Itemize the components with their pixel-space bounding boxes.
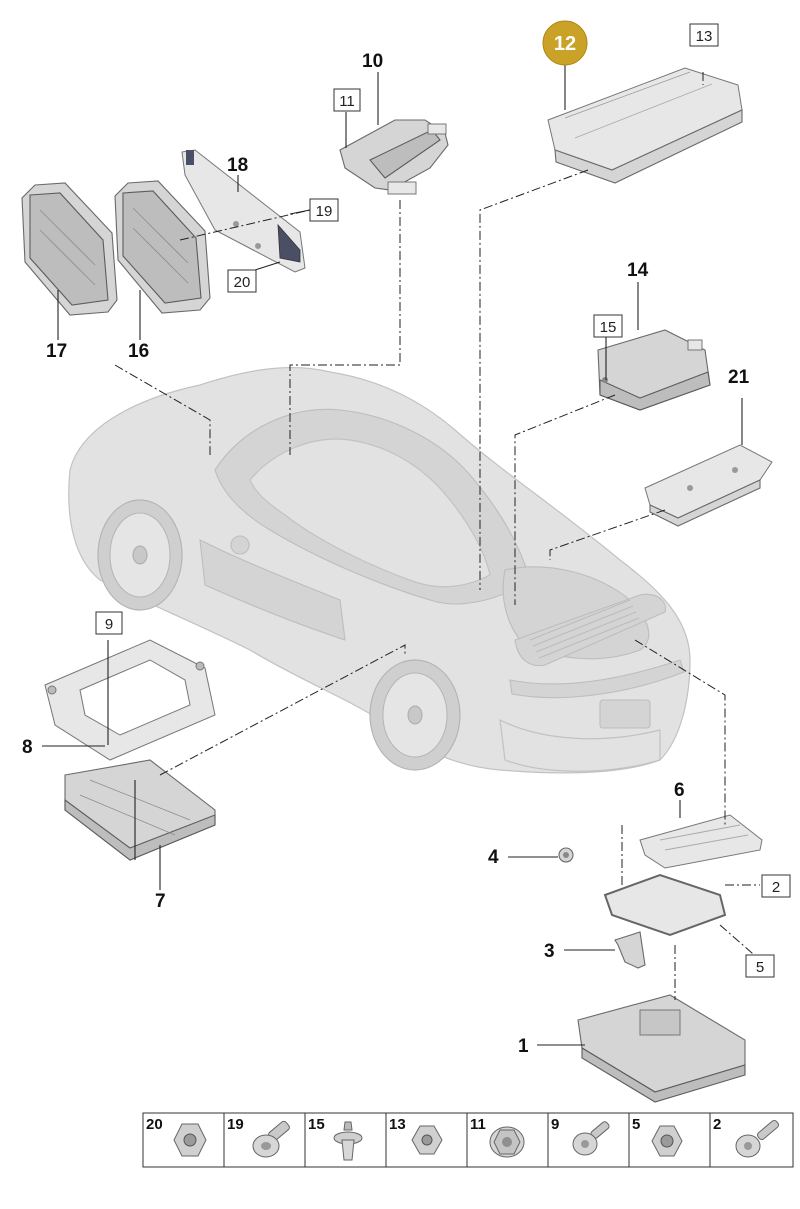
svg-text:13: 13 [696,28,713,45]
svg-text:19: 19 [316,203,333,220]
svg-text:15: 15 [600,319,617,336]
rear-wheel [369,659,461,771]
svg-text:20: 20 [234,274,251,291]
callout-17: 17 [46,341,67,362]
leader-lines [42,65,743,1046]
front-wheel [97,499,183,611]
callout-14: 14 [627,260,649,281]
boxed-label-9: 9 [95,611,123,635]
svg-text:9: 9 [551,1116,559,1133]
boxed-label-20: 20 [227,269,257,293]
callout-4: 4 [488,847,499,868]
hex-nut-icon [411,1125,443,1155]
part-17-control-unit[interactable] [21,182,118,316]
part-18-bracket[interactable] [181,149,306,273]
part-21-mounting-plate[interactable] [644,444,773,527]
pan-head-screw-icon [572,1121,610,1156]
hardware-cell-9[interactable]: 9 [551,1116,610,1156]
hardware-cell-19[interactable]: 19 [227,1116,291,1158]
part-16-control-unit[interactable] [114,180,211,314]
svg-text:5: 5 [756,959,764,976]
callout-10: 10 [362,51,383,72]
part-12-control-unit[interactable] [547,67,743,184]
callout-6: 6 [674,780,685,801]
svg-text:19: 19 [227,1116,244,1133]
callout-7: 7 [155,891,166,912]
hardware-cell-2[interactable]: 2 [713,1116,780,1158]
boxed-labels: 2 5 9 11 13 15 19 20 [95,23,791,978]
svg-text:11: 11 [470,1116,486,1133]
callout-12: 12 [554,33,576,55]
boxed-label-5: 5 [745,954,775,978]
part-7-control-module[interactable] [64,759,216,861]
boxed-label-19: 19 [309,198,339,222]
plastic-clip-icon [333,1121,363,1161]
hardware-cell-11[interactable]: 11 [470,1116,525,1158]
hardware-cell-5[interactable]: 5 [632,1116,683,1157]
callout-1: 1 [518,1036,529,1057]
svg-text:2: 2 [772,879,780,896]
callout-3: 3 [544,941,555,962]
reference-lines [114,72,761,1000]
car-illustration [68,366,691,774]
svg-text:11: 11 [339,93,355,110]
part-14-control-unit[interactable] [597,329,711,411]
svg-text:2: 2 [713,1116,721,1133]
svg-text:13: 13 [389,1116,406,1133]
part-1-control-module[interactable] [577,994,746,1103]
boxed-label-15: 15 [593,314,623,338]
boxed-label-11: 11 [333,88,361,112]
part-3-bracket[interactable] [603,873,727,969]
hex-nut-icon [173,1123,207,1157]
part-10-control-unit[interactable] [339,119,449,195]
hardware-strip: 20 19 15 13 [142,1112,794,1168]
callout-labels: 1 3 4 6 7 8 10 14 16 17 18 21 [22,51,750,1057]
svg-text:15: 15 [308,1116,325,1133]
callout-16: 16 [128,341,149,362]
part-8-bracket-frame[interactable] [44,639,216,761]
part-4-nut[interactable] [558,847,574,863]
flange-nut-icon [489,1126,525,1158]
part-6-cover[interactable] [639,814,763,869]
callout-21: 21 [728,367,750,388]
svg-text:9: 9 [105,616,113,633]
boxed-label-2: 2 [761,874,791,898]
engine-grille [529,599,640,659]
callout-18: 18 [227,155,248,176]
hex-nut-icon [651,1125,683,1157]
callout-8: 8 [22,737,33,758]
flange-bolt-icon [252,1120,290,1158]
hardware-cell-15[interactable]: 15 [308,1116,363,1161]
svg-text:5: 5 [632,1116,640,1133]
svg-text:20: 20 [146,1116,163,1133]
hardware-cell-20[interactable]: 20 [146,1116,207,1157]
highlighted-callout-12[interactable]: 12 [542,20,588,66]
hardware-cell-13[interactable]: 13 [389,1116,443,1155]
boxed-label-13: 13 [689,23,719,47]
pan-head-screw-icon [735,1119,780,1158]
